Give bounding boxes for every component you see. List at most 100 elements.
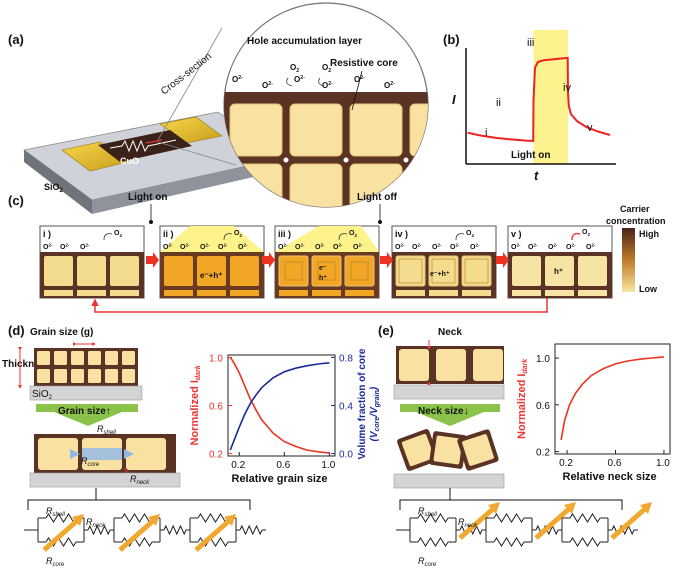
circuit-rneck-label-sub: neck: [93, 523, 107, 529]
stage-o2-ion: O2-: [315, 243, 325, 251]
circuit-rneck-label-sub: neck: [465, 523, 479, 529]
stage-grain-core: [110, 256, 139, 286]
stage-o2-exchange-arc: [571, 232, 581, 241]
stage-o2-ion-base: O: [80, 244, 86, 251]
stage-transition-arrow: [496, 252, 509, 268]
circuit-variable-arrowhead: [224, 514, 236, 526]
magnified-view: Hole accumulation layer Resistive core O…: [223, 2, 429, 223]
y-tick-label-right: 0.4: [339, 402, 353, 413]
stage-label: ii ): [163, 229, 174, 239]
stage-o2-ion-charge: 2-: [591, 243, 596, 248]
stage-grain-inner: [464, 258, 489, 284]
resistive-core-label: Resistive core: [330, 58, 398, 69]
e-tilted-core: [462, 434, 494, 466]
stage-o2-ion-base: O: [566, 244, 572, 251]
stage-eh-label: e⁻+h⁺: [200, 271, 222, 280]
mag-o2-curl-left: [286, 77, 293, 87]
stage-grain-inner: [431, 258, 456, 284]
stage-grain-inner: [284, 261, 303, 281]
circuit-variable-arrow: [118, 518, 156, 552]
electrode-left: [61, 141, 129, 172]
circuit-shell-resistor: [417, 513, 449, 523]
stage-o2-ion-charge: 2-: [516, 243, 521, 248]
mag-grain-core: [409, 103, 428, 157]
mag-o2-ion-charge: 2-: [328, 81, 333, 87]
circuit-variable-arrow: [458, 506, 496, 540]
circuit-rcore-label-sub: core: [53, 562, 65, 568]
stage-box-4: iv )O2-O2-O2-O2-O2-O2e⁻+h⁺: [391, 225, 497, 299]
stage-grain-lower: [197, 290, 226, 296]
series-line-1: [229, 356, 330, 454]
stage-grain-core: [395, 255, 426, 287]
stage-o2-ion-base: O: [43, 244, 49, 251]
b-stage-iv: iv: [563, 82, 571, 94]
stage-light-beam: [275, 226, 379, 252]
d-small-film: [34, 348, 138, 386]
mag-pore: [284, 218, 289, 223]
circuit-neck-resistor: [163, 524, 187, 536]
hole-layer-label: Hole accumulation layer: [247, 36, 362, 47]
series-line-1: [560, 356, 664, 441]
stage-o2-molecule: O2: [114, 230, 122, 238]
stage-o2-ion: O2-: [412, 243, 422, 251]
mag-grain-core: [289, 103, 343, 157]
stage-grain-lower: [164, 290, 193, 296]
stage-o2-ion-base: O: [586, 244, 592, 251]
e-tilted-core: [433, 435, 463, 465]
stage-o2-ion-charge: 2-: [358, 243, 363, 248]
mag-grain-core: [229, 103, 283, 157]
stage-o2-molecule: O2: [466, 230, 474, 238]
circuit-core-resistor: [493, 537, 525, 547]
stage-o2-ion: O2-: [333, 243, 343, 251]
mag-o2-ion-charge: 2-: [390, 81, 395, 87]
b-stage-iii: iii: [527, 37, 534, 49]
circuit-variable-arrowhead: [488, 502, 500, 514]
y-tick-label-left: 0.2: [209, 450, 223, 461]
stage-o2-molecule-sub: 2: [119, 233, 122, 238]
stage-o2-ion-base: O: [295, 244, 301, 251]
circuit-variable-arrowhead: [640, 502, 652, 514]
circuit-shell-resistor: [45, 513, 77, 523]
series-line-2: [229, 362, 330, 451]
panel-e-label: (e): [378, 323, 394, 338]
stage-o2-ion-charge: 2-: [533, 243, 538, 248]
legend-title-1: Carrier: [620, 204, 650, 214]
circuit-rcore-label-base: R: [418, 556, 425, 566]
stage-transition-arrow: [262, 252, 275, 268]
stage-grain-core: [311, 255, 342, 287]
x-tick-label: 0.6: [276, 460, 290, 471]
mag-o2-ion-charge: 2-: [360, 75, 365, 81]
stage-box-2: ii )O2-O2-O2-O2-O2-O2e⁻+h⁺: [159, 225, 265, 299]
stage-o2-ion-base: O: [470, 244, 476, 251]
stage-o2-exchange-arc: [223, 233, 233, 241]
stage-o2-molecule-base: O: [114, 230, 120, 237]
mag-o2-ion: O2-: [322, 81, 333, 90]
stage-o2-ion-base: O: [353, 244, 359, 251]
e-top-grain: [436, 349, 466, 381]
circuit-core-resistor: [569, 537, 601, 547]
e-neck-label: Neck: [438, 327, 462, 338]
stage-o2-ion-charge: 2-: [205, 243, 210, 248]
y-axis-title-right-ratio: (Vcore/Vgrain): [369, 386, 381, 441]
b-light-on-label: Light on: [511, 150, 550, 161]
mag-o2-ion-charge: 2-: [268, 81, 273, 87]
stage-o2-ion-charge: 2-: [168, 243, 173, 248]
stage-o2-ion: O2-: [566, 243, 576, 251]
b-stage-v: v: [587, 122, 593, 134]
e-bracket: [399, 499, 623, 510]
stage-o2-ion-base: O: [395, 244, 401, 251]
legend-title-2: concentration: [606, 216, 666, 226]
c-light-off-dot: [378, 220, 382, 224]
stage-grain-core: [512, 256, 541, 286]
d-substrate-top: [29, 385, 143, 401]
stage-o2-ion: O2-: [511, 243, 521, 251]
y-axis-title-right: Volume fraction of core: [357, 348, 368, 459]
stage-e-label: e⁻: [319, 265, 327, 272]
d-big-grain: [38, 438, 78, 470]
mag-o2-ion-base: O: [294, 75, 300, 84]
mag-grain-core: [349, 163, 403, 207]
circuit-rneck-label: Rneck: [86, 517, 106, 529]
